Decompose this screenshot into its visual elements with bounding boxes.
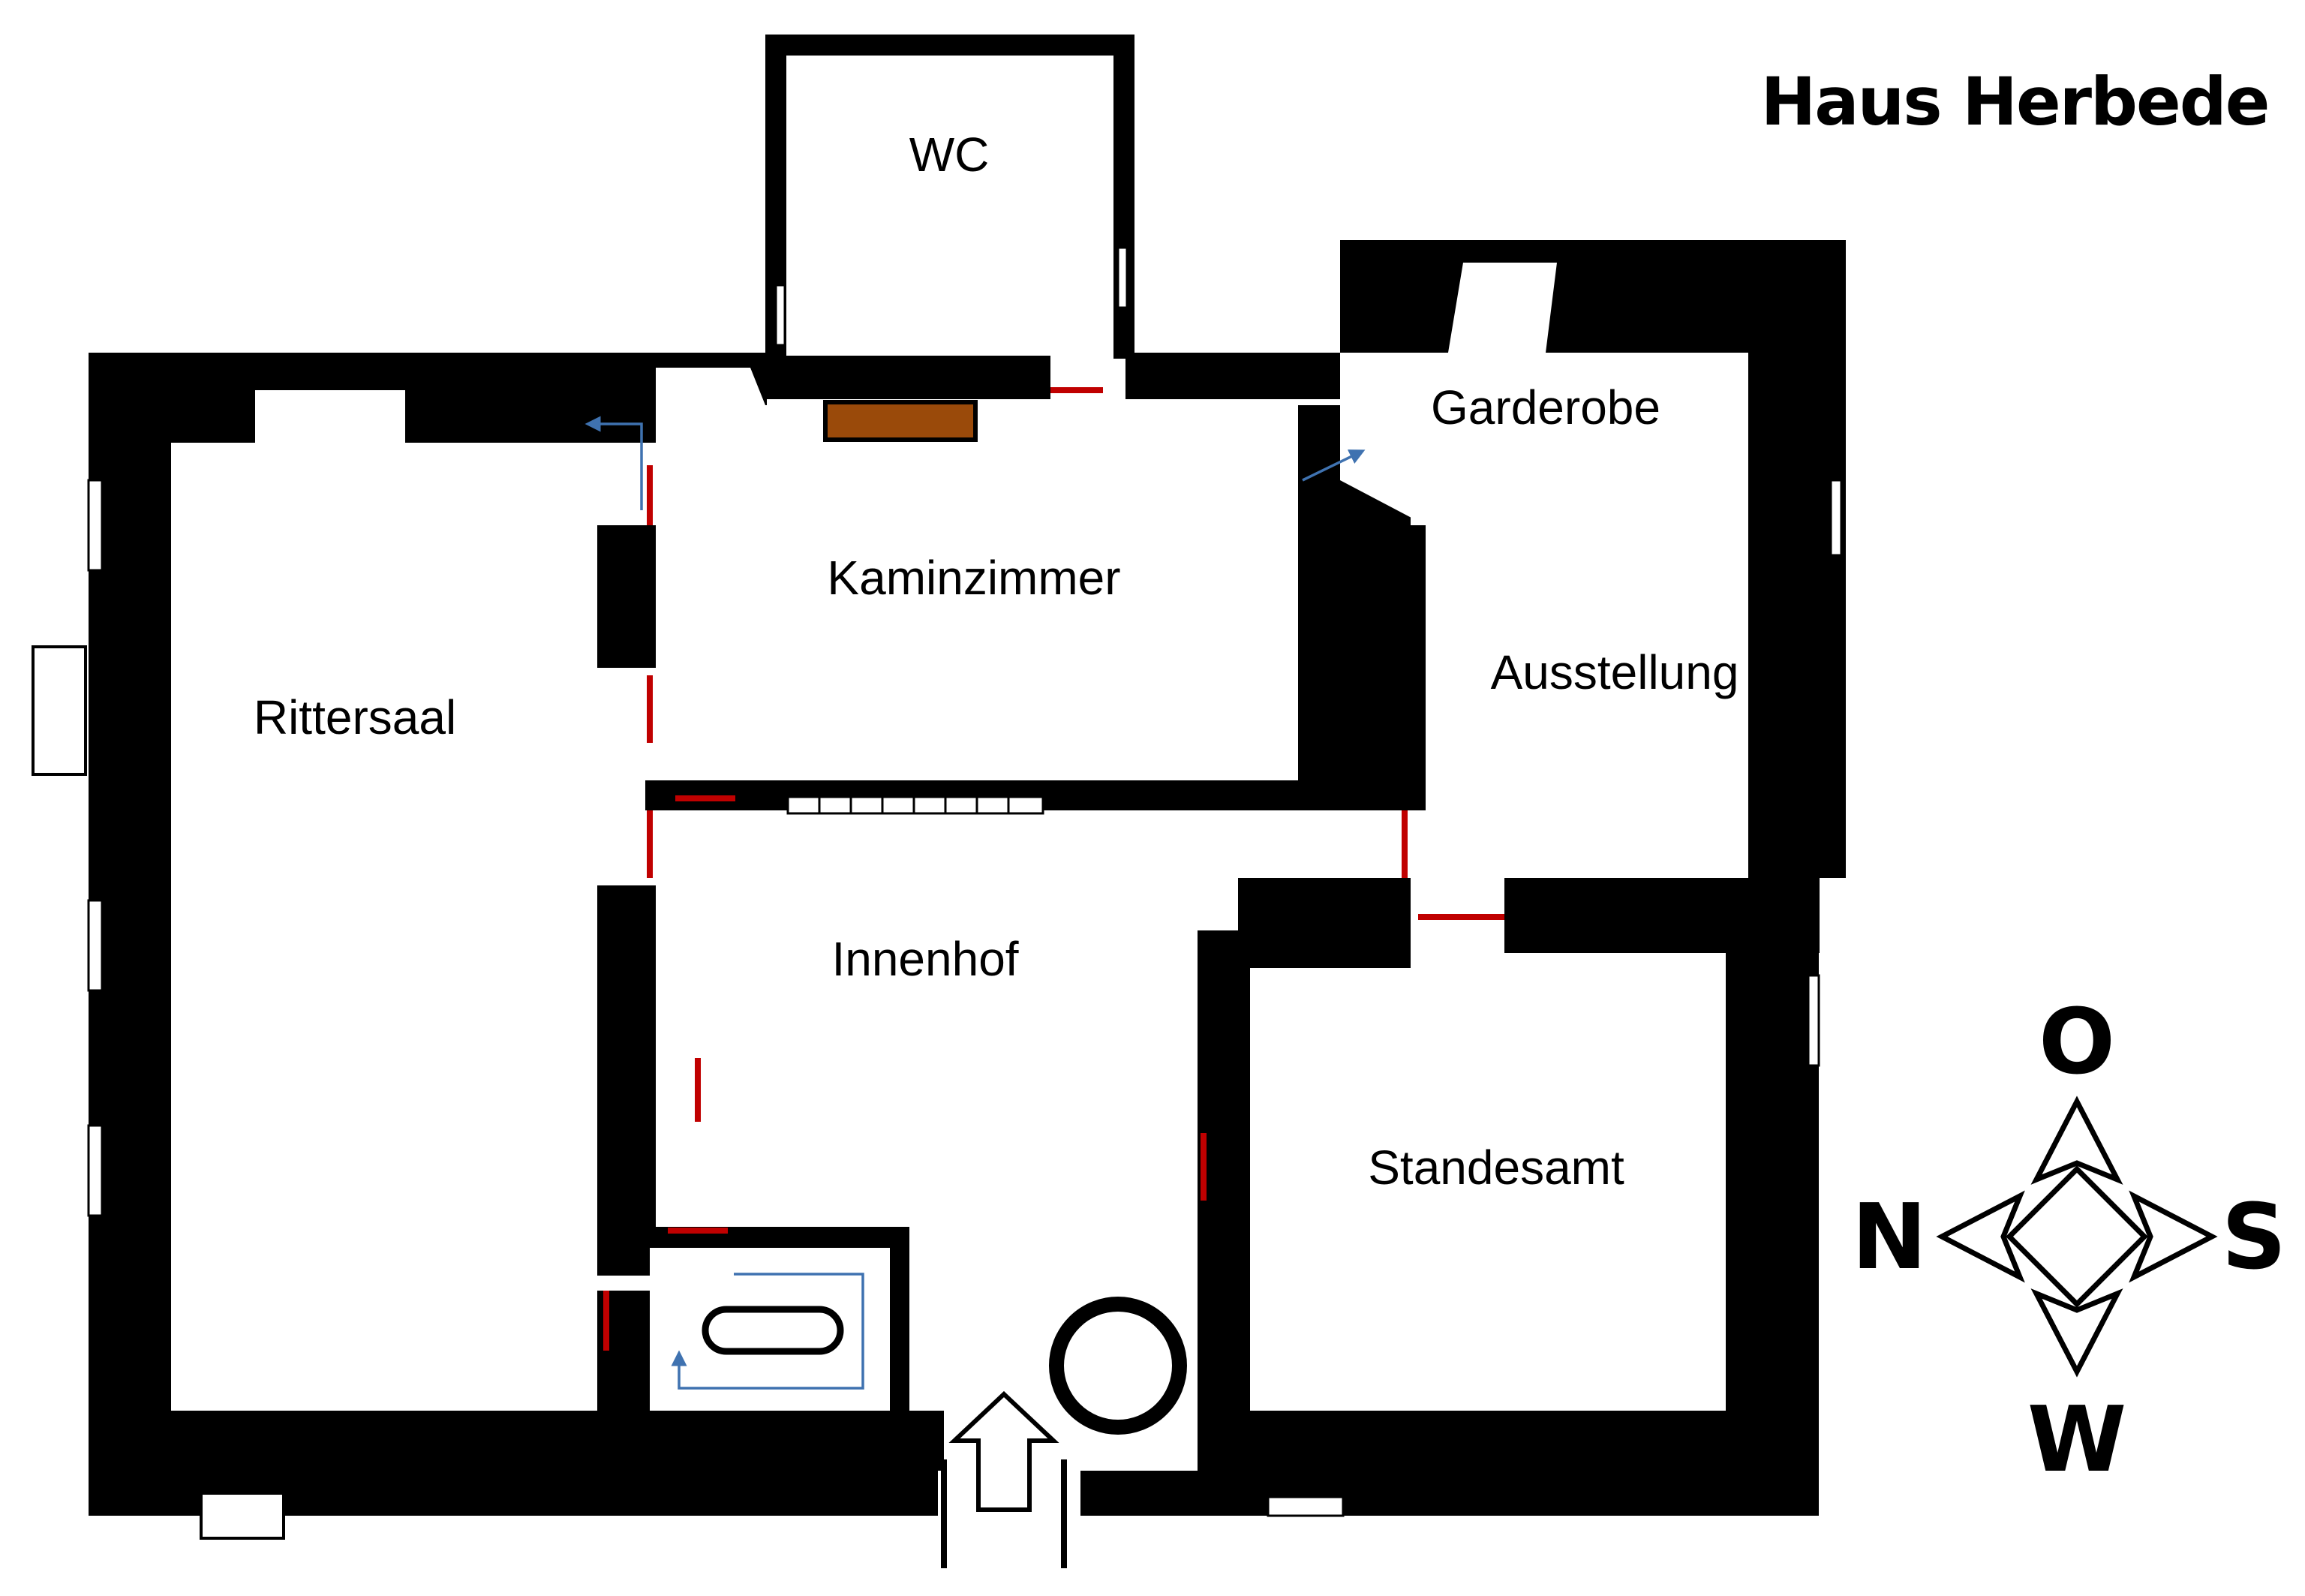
garderobe-floor xyxy=(1340,263,1748,878)
label-innenhof: Innenhof xyxy=(831,932,1018,986)
kaminzimmer-floor xyxy=(656,368,1298,780)
label-ausstellung: Ausstellung xyxy=(1491,645,1739,699)
ausstellung-east-wall xyxy=(1748,240,1846,878)
plan-title: Haus Herbede xyxy=(1761,63,2269,140)
wc-wall-top xyxy=(765,35,1133,56)
innenhof-floor xyxy=(656,810,1396,1471)
stair-arrow-garderobe xyxy=(1302,449,1366,482)
top-wall-west xyxy=(92,353,767,443)
top-wall-center xyxy=(750,353,1050,399)
standesamt-east-wall xyxy=(1726,878,1819,1516)
room-floors xyxy=(171,56,1748,1471)
label-wc: WC xyxy=(909,128,990,182)
top-wall-east xyxy=(1125,353,1351,399)
label-standesamt: Standesamt xyxy=(1368,1141,1624,1195)
fireplace xyxy=(823,400,978,442)
compass-west-label: N xyxy=(1852,1186,1927,1290)
entrance xyxy=(938,1390,1080,1568)
rittersaal-floor xyxy=(171,390,597,1411)
bathtub-icon xyxy=(702,1306,844,1355)
label-garderobe: Garderobe xyxy=(1431,380,1660,434)
wc-floor xyxy=(786,56,1113,356)
standesamt-north-wall xyxy=(1238,878,1411,968)
wc-wall-right xyxy=(1113,35,1134,359)
compass-south-label: W xyxy=(2027,1388,2126,1492)
label-kaminzimmer: Kaminzimmer xyxy=(827,551,1120,605)
rittersaal-east-wall-upper xyxy=(597,525,656,668)
compass-rose-icon xyxy=(1936,1096,2218,1378)
standesamt-north-wall-east xyxy=(1504,878,1820,953)
compass-east-label: S xyxy=(2222,1186,2286,1290)
well-icon xyxy=(1049,1297,1187,1435)
ausstellung-west-wall xyxy=(1396,525,1426,810)
compass-north-label: O xyxy=(2039,990,2115,1095)
stair-arrows xyxy=(585,416,1366,1390)
windows xyxy=(32,246,1843,1540)
bath-wall-right xyxy=(890,1227,911,1422)
label-rittersaal: Rittersaal xyxy=(254,690,456,744)
window-strip xyxy=(786,795,1044,815)
doors xyxy=(603,387,1504,1351)
stair-arrow-kaminzimmer xyxy=(585,416,643,510)
stair-arrow-bath xyxy=(671,1273,864,1390)
entrance-arrow-icon xyxy=(948,1390,1059,1512)
standesamt-floor xyxy=(1250,968,1726,1411)
